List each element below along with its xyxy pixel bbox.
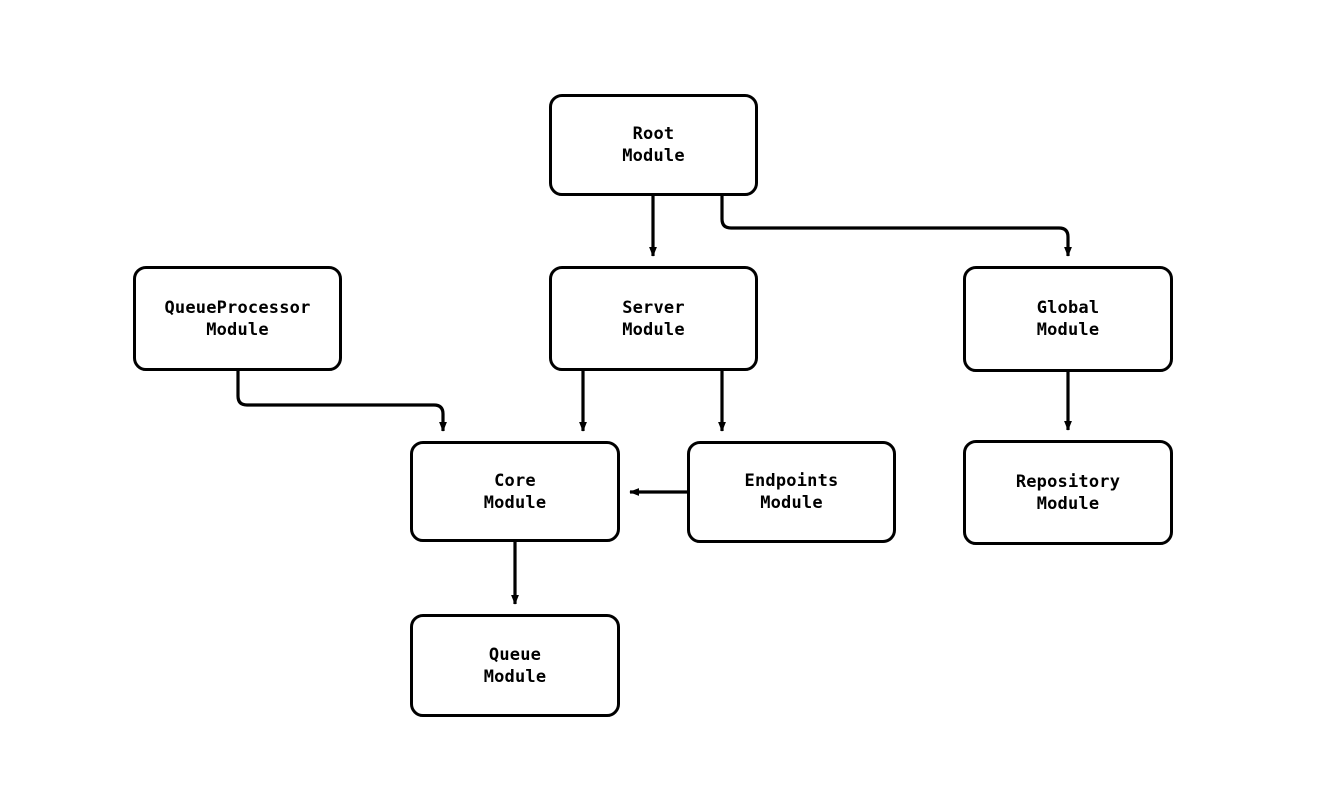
node-server[interactable]: Server Module [549,266,758,371]
node-root[interactable]: Root Module [549,94,758,196]
node-root-label: Root Module [622,124,685,166]
node-global[interactable]: Global Module [963,266,1173,372]
node-queueprocessor-label: QueueProcessor Module [164,297,311,340]
node-endpoints-label: Endpoints Module [744,471,839,513]
node-server-label: Server Module [622,297,685,340]
edge-root-to-global [720,196,1072,257]
node-repository-label: Repository Module [1015,471,1121,514]
node-core[interactable]: Core Module [410,441,620,542]
node-endpoints[interactable]: Endpoints Module [687,441,896,543]
node-core-label: Core Module [483,470,547,513]
node-global-label: Global Module [1036,298,1100,340]
node-queueprocessor[interactable]: QueueProcessor Module [133,266,342,371]
node-queue-label: Queue Module [483,644,547,687]
edge-queueprocessor-to-core [236,371,447,432]
node-queue[interactable]: Queue Module [410,614,620,717]
node-repository[interactable]: Repository Module [963,440,1173,545]
